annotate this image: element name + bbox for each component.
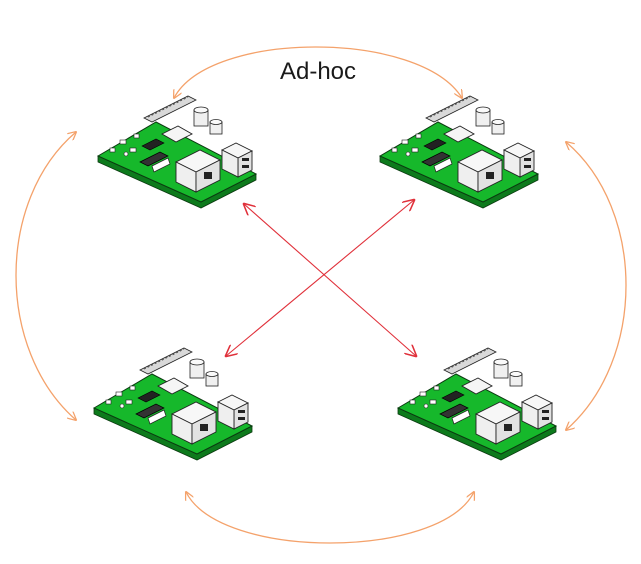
- link-left-curve: [15, 132, 76, 420]
- board-top-left: [97, 95, 257, 209]
- board-bottom-left: [93, 347, 253, 461]
- raspberry-pi-board-icon: [379, 95, 539, 209]
- link-top-curve: [174, 46, 462, 98]
- raspberry-pi-board-icon: [93, 347, 253, 461]
- raspberry-pi-board-icon: [397, 347, 557, 461]
- link-bottom-curve: [186, 492, 474, 544]
- link-diagonal-tl-br: [244, 204, 416, 356]
- link-right-curve: [566, 142, 627, 430]
- board-top-right: [379, 95, 539, 209]
- board-bottom-right: [397, 347, 557, 461]
- raspberry-pi-board-icon: [97, 95, 257, 209]
- diagram-title: Ad-hoc: [279, 58, 357, 85]
- link-diagonal-tr-bl: [226, 200, 414, 356]
